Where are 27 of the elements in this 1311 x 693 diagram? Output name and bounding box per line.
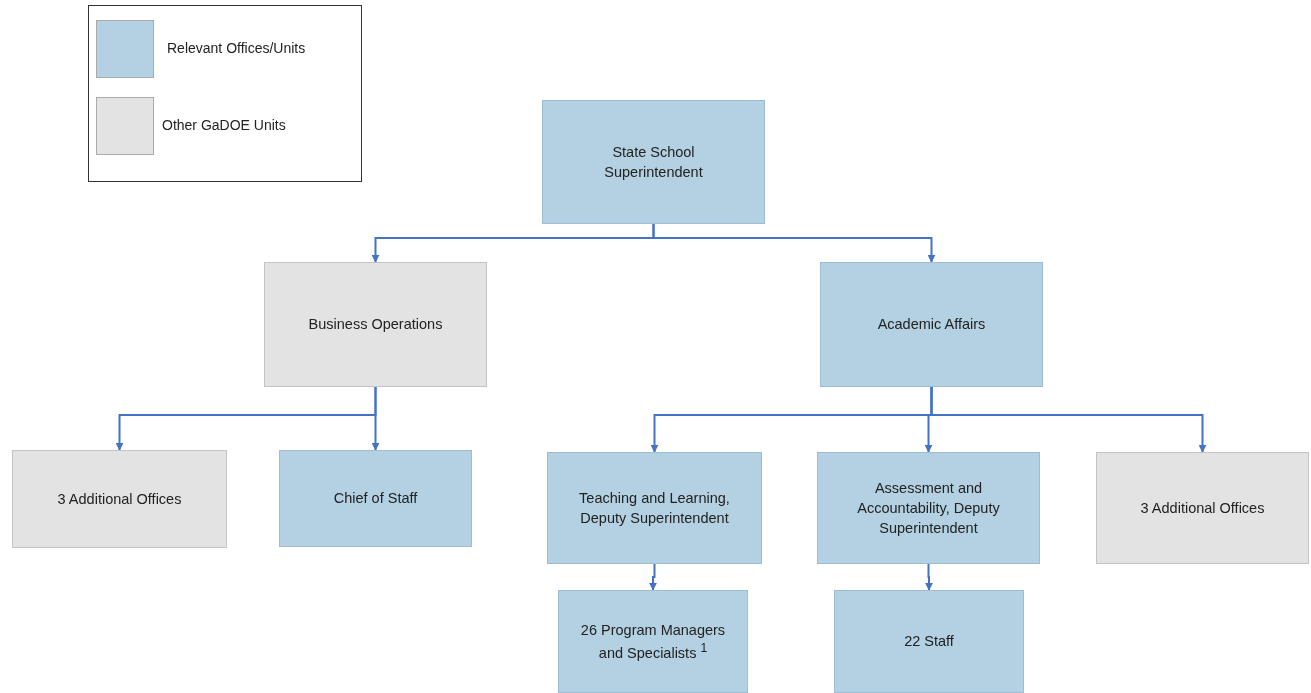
legend-label: Relevant Offices/Units: [167, 40, 306, 56]
unit-label: Business Operations: [308, 315, 443, 335]
org-unit-box: [264, 262, 487, 387]
connector-arrow: [930, 386, 1207, 453]
org-unit-box: [542, 100, 765, 224]
org-unit-box: [12, 450, 227, 548]
unit-label: 22 Staff: [904, 632, 954, 652]
connector-arrow: [652, 223, 936, 263]
org-unit-box: [834, 590, 1024, 693]
legend-label: Other GaDOE Units: [162, 117, 286, 133]
connector-arrow: [371, 386, 380, 451]
unit-label: 3 Additional Offices: [57, 489, 182, 509]
unit-label: 26 Program Managers and Specialists $^{1}$: [579, 620, 727, 663]
unit-label: State School Superintendent: [603, 142, 704, 182]
unit-label: 3 Additional Offices: [1140, 498, 1265, 518]
connector-arrow: [925, 563, 933, 591]
org-unit-box: [820, 262, 1043, 387]
org-unit-box: [558, 590, 748, 693]
unit-label: Teaching and Learning, Deputy Superintendent: [578, 488, 731, 528]
org-unit-box: [817, 452, 1040, 564]
org-unit-box: [547, 452, 762, 564]
org-unit-box: [279, 450, 472, 547]
org-unit-box: [1096, 452, 1309, 564]
connector-arrow: [649, 563, 657, 591]
unit-label: Chief of Staff: [333, 489, 418, 509]
unit-label: Academic Affairs: [877, 315, 986, 335]
unit-label: Assessment and Accountability, Deputy Superintendent: [856, 478, 1001, 539]
